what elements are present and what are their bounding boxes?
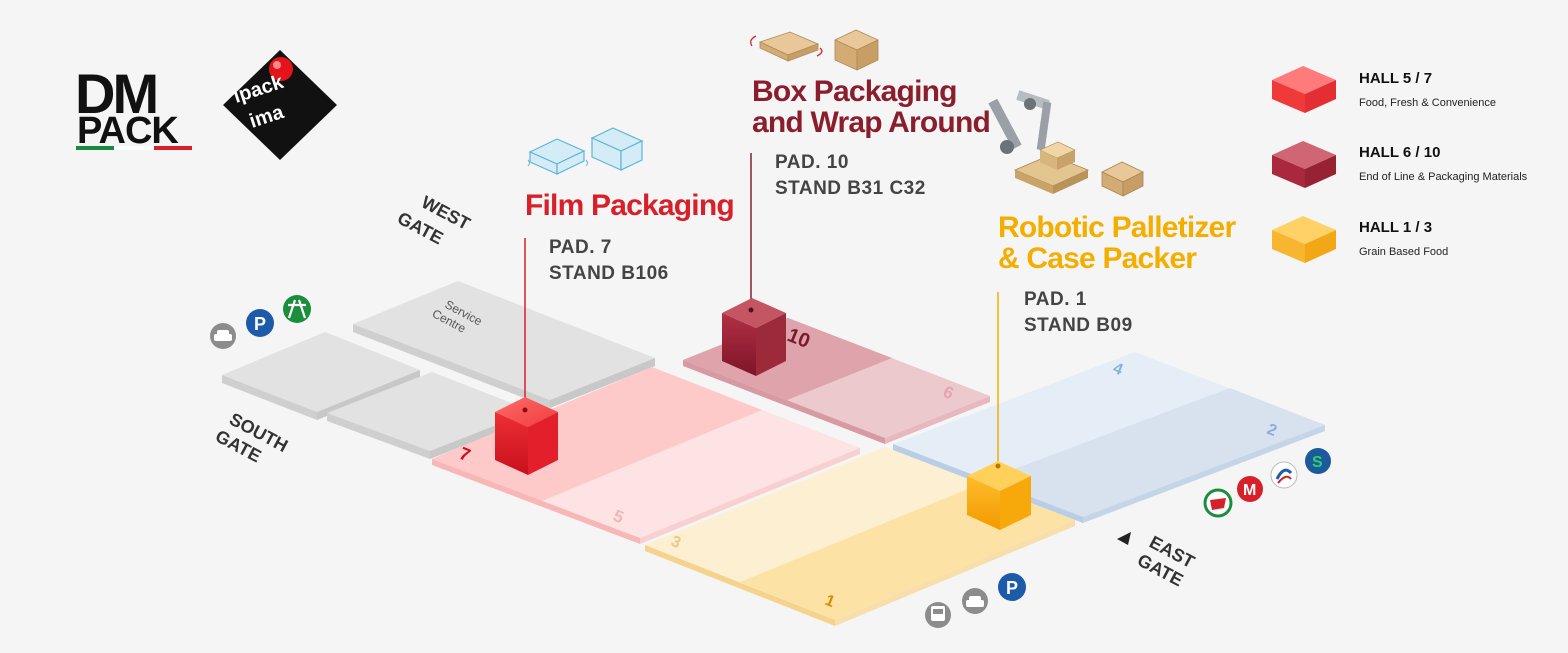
east-gate-arrow-icon: [1117, 532, 1131, 545]
legend-swatch-hall-5-7: [1272, 66, 1336, 113]
metro-icon: M: [1237, 476, 1263, 502]
exhibit-title-line2: and Wrap Around: [752, 106, 991, 139]
pad-label: PAD. 1: [1024, 289, 1087, 310]
stand-label: STAND B09: [1024, 315, 1133, 336]
exhibit-title-line1: Robotic Palletizer: [998, 211, 1236, 244]
svg-text:DM: DM: [75, 62, 156, 125]
ipack-ima-logo: ipack ima: [223, 50, 337, 160]
legend-swatch-hall-6-10: [1272, 141, 1336, 188]
hall-1-3: [645, 447, 1075, 626]
legend-title: HALL 1 / 3: [1359, 219, 1433, 236]
car-icon: [962, 588, 988, 614]
west-gate-label: WEST GATE: [394, 192, 473, 249]
dm-pack-logo: DM PACK: [75, 62, 192, 152]
pad-label: PAD. 10: [775, 152, 849, 173]
svg-text:P: P: [254, 314, 266, 334]
train-icon: [1203, 488, 1233, 518]
film-packaging-stand: PAD. 7 STAND B106: [549, 235, 669, 287]
bus-icon: [925, 602, 951, 628]
legend-subtitle: End of Line & Packaging Materials: [1359, 171, 1528, 183]
car-icon: [210, 323, 236, 349]
east-gate-label: EAST GATE: [1117, 532, 1198, 590]
svg-text:S: S: [1312, 454, 1323, 471]
svg-text:PACK: PACK: [77, 110, 179, 152]
robot-arm-icon: [988, 90, 1090, 194]
exhibit-title-line1: Box Packaging: [752, 75, 957, 108]
box-packaging-callout: Box Packaging and Wrap Around: [752, 75, 991, 139]
railway-icon: [1270, 461, 1298, 489]
legend-item-hall-1-3: HALL 1 / 3 Grain Based Food: [1359, 219, 1448, 258]
box-packaging-stand: PAD. 10 STAND B31 C32: [775, 150, 926, 202]
legend-item-hall-6-10: HALL 6 / 10 End of Line & Packaging Mate…: [1359, 144, 1527, 183]
exhibit-title-line2: & Case Packer: [998, 242, 1197, 275]
robotic-palletizer-stand: PAD. 1 STAND B09: [1024, 287, 1133, 339]
case-box-icon: [1101, 161, 1144, 197]
legend-title: HALL 5 / 7: [1359, 70, 1433, 87]
parking-icon: P: [998, 573, 1026, 601]
svg-text:M: M: [1243, 482, 1256, 499]
parking-icon: P: [246, 309, 274, 337]
highway-icon: [283, 295, 311, 323]
legend-swatch-hall-1-3: [1272, 216, 1336, 263]
suburban-rail-icon: S: [1305, 448, 1331, 474]
cardboard-box-icon: [750, 29, 879, 71]
legend-subtitle: Grain Based Food: [1359, 246, 1449, 258]
stand-marker-robotic-palletizer[interactable]: [967, 461, 1031, 530]
pad-label: PAD. 7: [549, 237, 612, 258]
film-packaging-callout: Film Packaging: [525, 189, 735, 222]
service-blocks: [222, 281, 655, 459]
south-gate-label: SOUTH GATE: [212, 409, 291, 467]
film-wrapped-box-icon: [527, 127, 644, 175]
svg-text:P: P: [1006, 578, 1018, 598]
exhibit-title: Film Packaging: [525, 189, 735, 222]
stand-label: STAND B31 C32: [775, 178, 926, 199]
legend-title: HALL 6 / 10: [1359, 144, 1441, 161]
legend-subtitle: Food, Fresh & Convenience: [1359, 97, 1496, 109]
service-centre-label: ServiceCentre: [430, 294, 485, 341]
legend-item-hall-5-7: HALL 5 / 7 Food, Fresh & Convenience: [1359, 70, 1496, 109]
robotic-palletizer-callout: Robotic Palletizer & Case Packer: [998, 211, 1236, 275]
stand-marker-box-packaging[interactable]: [722, 298, 786, 376]
stand-label: STAND B106: [549, 263, 669, 284]
